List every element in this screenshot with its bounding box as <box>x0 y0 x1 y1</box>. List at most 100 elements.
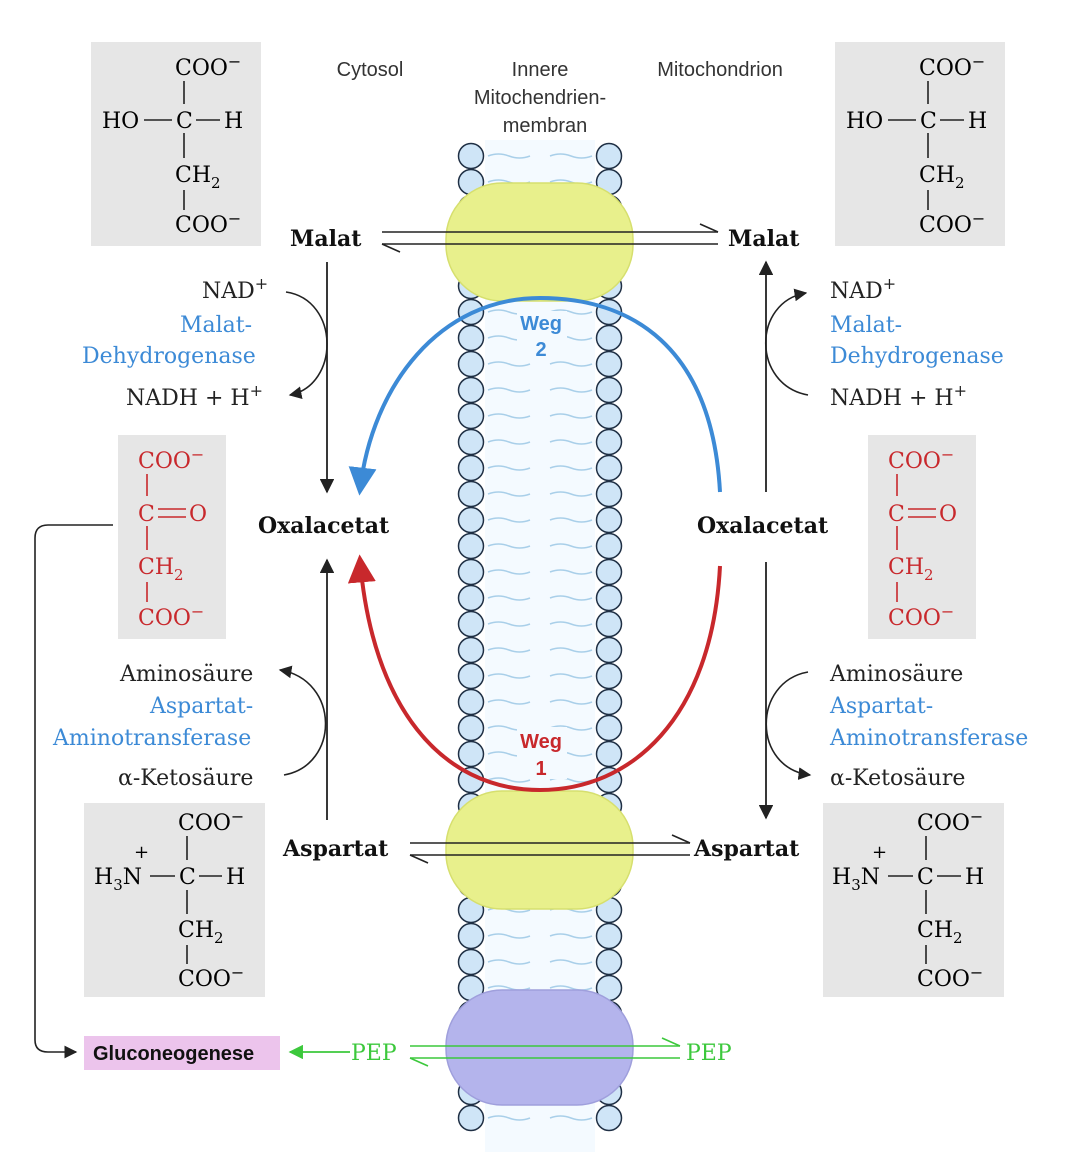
lipid-head <box>595 506 623 534</box>
svg-text:O: O <box>939 502 957 527</box>
lipid-head <box>457 428 485 456</box>
lipid-head <box>457 558 485 586</box>
lipid-tail <box>549 673 593 679</box>
lipid-head <box>595 610 623 638</box>
lipid-tail <box>487 777 531 783</box>
lipid-head <box>595 428 623 456</box>
lipid-tail <box>487 595 531 601</box>
weg1-label-line1: Weg <box>520 731 562 753</box>
header-membrane-line2: Mitochendrien- <box>474 87 606 109</box>
svg-text:C: C <box>138 502 155 527</box>
svg-text:COO−: COO− <box>888 445 954 474</box>
aspartat-label-right: Aspartat <box>693 836 800 862</box>
amino-keto-curve-right <box>765 671 812 780</box>
lipid-head <box>595 662 623 690</box>
structure-box <box>823 803 1004 997</box>
svg-text:COO−: COO− <box>178 963 244 992</box>
lipid-head <box>457 402 485 430</box>
svg-text:C: C <box>917 865 934 890</box>
lipid-tail <box>549 543 593 549</box>
malat-label-right: Malat <box>728 226 800 252</box>
svg-text:HO: HO <box>846 109 883 134</box>
structure-box <box>868 435 976 639</box>
svg-text:C: C <box>176 109 193 134</box>
lipid-tail <box>487 465 531 471</box>
pep-exchange-arrows <box>409 1037 681 1067</box>
ketosaeure-label-left: α-Ketosäure <box>118 766 253 791</box>
svg-text:CH2: CH2 <box>888 555 934 584</box>
header-cytosol: Cytosol <box>337 59 404 81</box>
lipid-tail <box>487 959 531 965</box>
lipid-tail <box>549 361 593 367</box>
svg-text:+: + <box>872 842 887 863</box>
lipid-tail <box>487 673 531 679</box>
nad-nadh-curve-right <box>764 288 809 396</box>
malat-exchange-arrows <box>381 223 719 253</box>
lipid-tail <box>549 985 593 991</box>
svg-text:COO−: COO− <box>178 807 244 836</box>
lipid-head <box>595 636 623 664</box>
lipid-tail <box>549 569 593 575</box>
lipid-head <box>595 454 623 482</box>
pep-label-left: PEP <box>351 1041 397 1066</box>
nad-label-right: NAD+ <box>830 274 896 304</box>
lipid-head <box>457 1104 485 1132</box>
aspartat-aminotransferase-left-line2: Aminotransferase <box>52 726 251 751</box>
structure-box <box>84 803 265 997</box>
glutamate-aspartate-transporter <box>445 790 634 910</box>
lipid-head <box>595 740 623 768</box>
weg2-label-line2: 2 <box>535 339 546 361</box>
malat-label-left: Malat <box>290 226 362 252</box>
malat-dehydrogenase-left-line2: Dehydrogenase <box>82 344 256 369</box>
lipid-tail <box>549 959 593 965</box>
lipid-tail <box>487 621 531 627</box>
weg1-route-arc <box>347 554 722 793</box>
lipid-tail <box>549 725 593 731</box>
svg-text:COO−: COO− <box>919 209 985 238</box>
header-mitochondrion: Mitochondrion <box>657 59 783 81</box>
svg-text:CH2: CH2 <box>178 918 224 947</box>
amino-keto-curve-left <box>278 665 327 776</box>
structure-box <box>118 435 226 639</box>
pep-label-right: PEP <box>686 1041 732 1066</box>
malat-structure-right: COO− HO C H CH2 COO− <box>835 42 1005 246</box>
lipid-head <box>457 922 485 950</box>
lipid-tail <box>549 595 593 601</box>
svg-text:H: H <box>965 865 984 890</box>
lipid-tail <box>487 543 531 549</box>
oxalacetat-structure-right: COO− C O CH2 COO− <box>868 435 976 639</box>
svg-text:CH2: CH2 <box>917 918 963 947</box>
lipid-tail <box>487 699 531 705</box>
svg-text:COO−: COO− <box>919 52 985 81</box>
svg-text:H3N: H3N <box>832 865 880 894</box>
header-membrane-line3: membran <box>503 115 587 137</box>
lipid-tail <box>487 933 531 939</box>
ketosaeure-label-right: α-Ketosäure <box>830 766 965 791</box>
lipid-head <box>457 454 485 482</box>
lipid-tail <box>487 153 531 159</box>
svg-text:CH2: CH2 <box>919 163 965 192</box>
svg-text:COO−: COO− <box>138 445 204 474</box>
malat-dehydrogenase-right-line2: Dehydrogenase <box>830 344 1004 369</box>
lipid-head <box>595 532 623 560</box>
lipid-tail <box>549 491 593 497</box>
lipid-tail <box>487 647 531 653</box>
svg-text:O: O <box>189 502 207 527</box>
lipid-head <box>457 324 485 352</box>
malat-dehydrogenase-right-line1: Malat- <box>830 313 902 338</box>
lipid-tail <box>549 933 593 939</box>
lipid-head <box>595 948 623 976</box>
lipid-tail <box>549 413 593 419</box>
lipid-head <box>595 376 623 404</box>
malat-structure-left: COO− HO C H CH2 COO− <box>91 42 261 246</box>
lipid-head <box>457 688 485 716</box>
oxalacetat-to-gluconeogenese-line <box>34 524 113 1059</box>
svg-text:COO−: COO− <box>175 52 241 81</box>
aspartat-structure-right: COO− + H3N C H CH2 COO− <box>823 803 1004 997</box>
lipid-head <box>595 142 623 170</box>
lipid-head <box>595 922 623 950</box>
nadh-label-left: NADH + H+ <box>126 381 263 411</box>
nadh-label-right: NADH + H+ <box>830 381 967 411</box>
lipid-head <box>457 532 485 560</box>
